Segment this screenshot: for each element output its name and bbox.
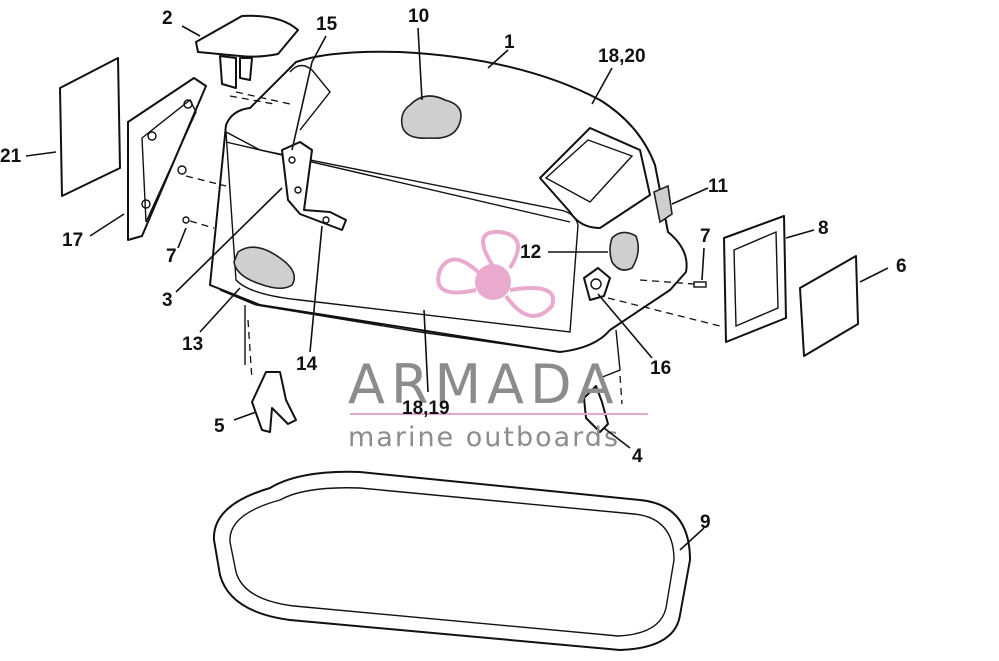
- label-part-14: 14: [296, 354, 318, 375]
- label-sheet-part-21: [59, 57, 121, 197]
- seal-ring-part-9: [212, 470, 691, 651]
- bracket-part-5: [247, 319, 297, 433]
- label-sheet-part-6: [799, 255, 859, 357]
- foam-strip-part-11: [653, 184, 673, 224]
- fastener-part-16: [583, 267, 721, 327]
- label-part-21: 21: [0, 146, 22, 167]
- label-part-7-left: 7: [166, 246, 177, 267]
- label-part-10: 10: [408, 6, 429, 27]
- label-part-1: 1: [504, 32, 515, 53]
- label-part-16: 16: [650, 358, 671, 379]
- foam-pad-part-10: [400, 95, 462, 140]
- label-part-17: 17: [62, 230, 83, 251]
- label-part-3: 3: [162, 290, 173, 311]
- label-part-9: 9: [700, 512, 711, 533]
- side-panel-frame-part-17: [127, 77, 227, 241]
- label-part-18-20: 18,20: [598, 46, 646, 67]
- latch-bracket-part-14-15: [281, 141, 347, 231]
- screw-part-7-right: [639, 279, 707, 288]
- label-part-7-right: 7: [700, 226, 711, 247]
- armada-tagline: marine outboards: [348, 422, 620, 453]
- label-part-4: 4: [632, 446, 643, 467]
- side-panel-frame-part-8: [723, 215, 787, 343]
- bracket-part-4: [583, 375, 623, 433]
- label-part-15: 15: [316, 14, 338, 35]
- engine-cowl-part-1: [209, 50, 688, 379]
- label-part-11: 11: [708, 176, 729, 197]
- label-part-2: 2: [162, 8, 173, 29]
- foam-pad-part-13: [233, 246, 296, 290]
- armada-brand: ARMADA: [348, 353, 620, 416]
- screw-part-7-left: [182, 216, 215, 229]
- armada-logo: [436, 229, 556, 318]
- label-part-6: 6: [896, 256, 907, 277]
- label-part-12: 12: [520, 242, 541, 263]
- label-part-18-19: 18,19: [402, 398, 450, 419]
- label-part-5: 5: [214, 416, 225, 437]
- part-labels: 1 2 3 4 5 6 7 7 8 9 10 11 12 13 14 15 16…: [0, 6, 907, 533]
- label-part-13: 13: [182, 334, 203, 355]
- top-cap-part-2: [195, 14, 299, 105]
- leader-lines: [25, 25, 889, 551]
- foam-pad-part-12: [609, 231, 640, 271]
- label-part-8: 8: [818, 218, 829, 239]
